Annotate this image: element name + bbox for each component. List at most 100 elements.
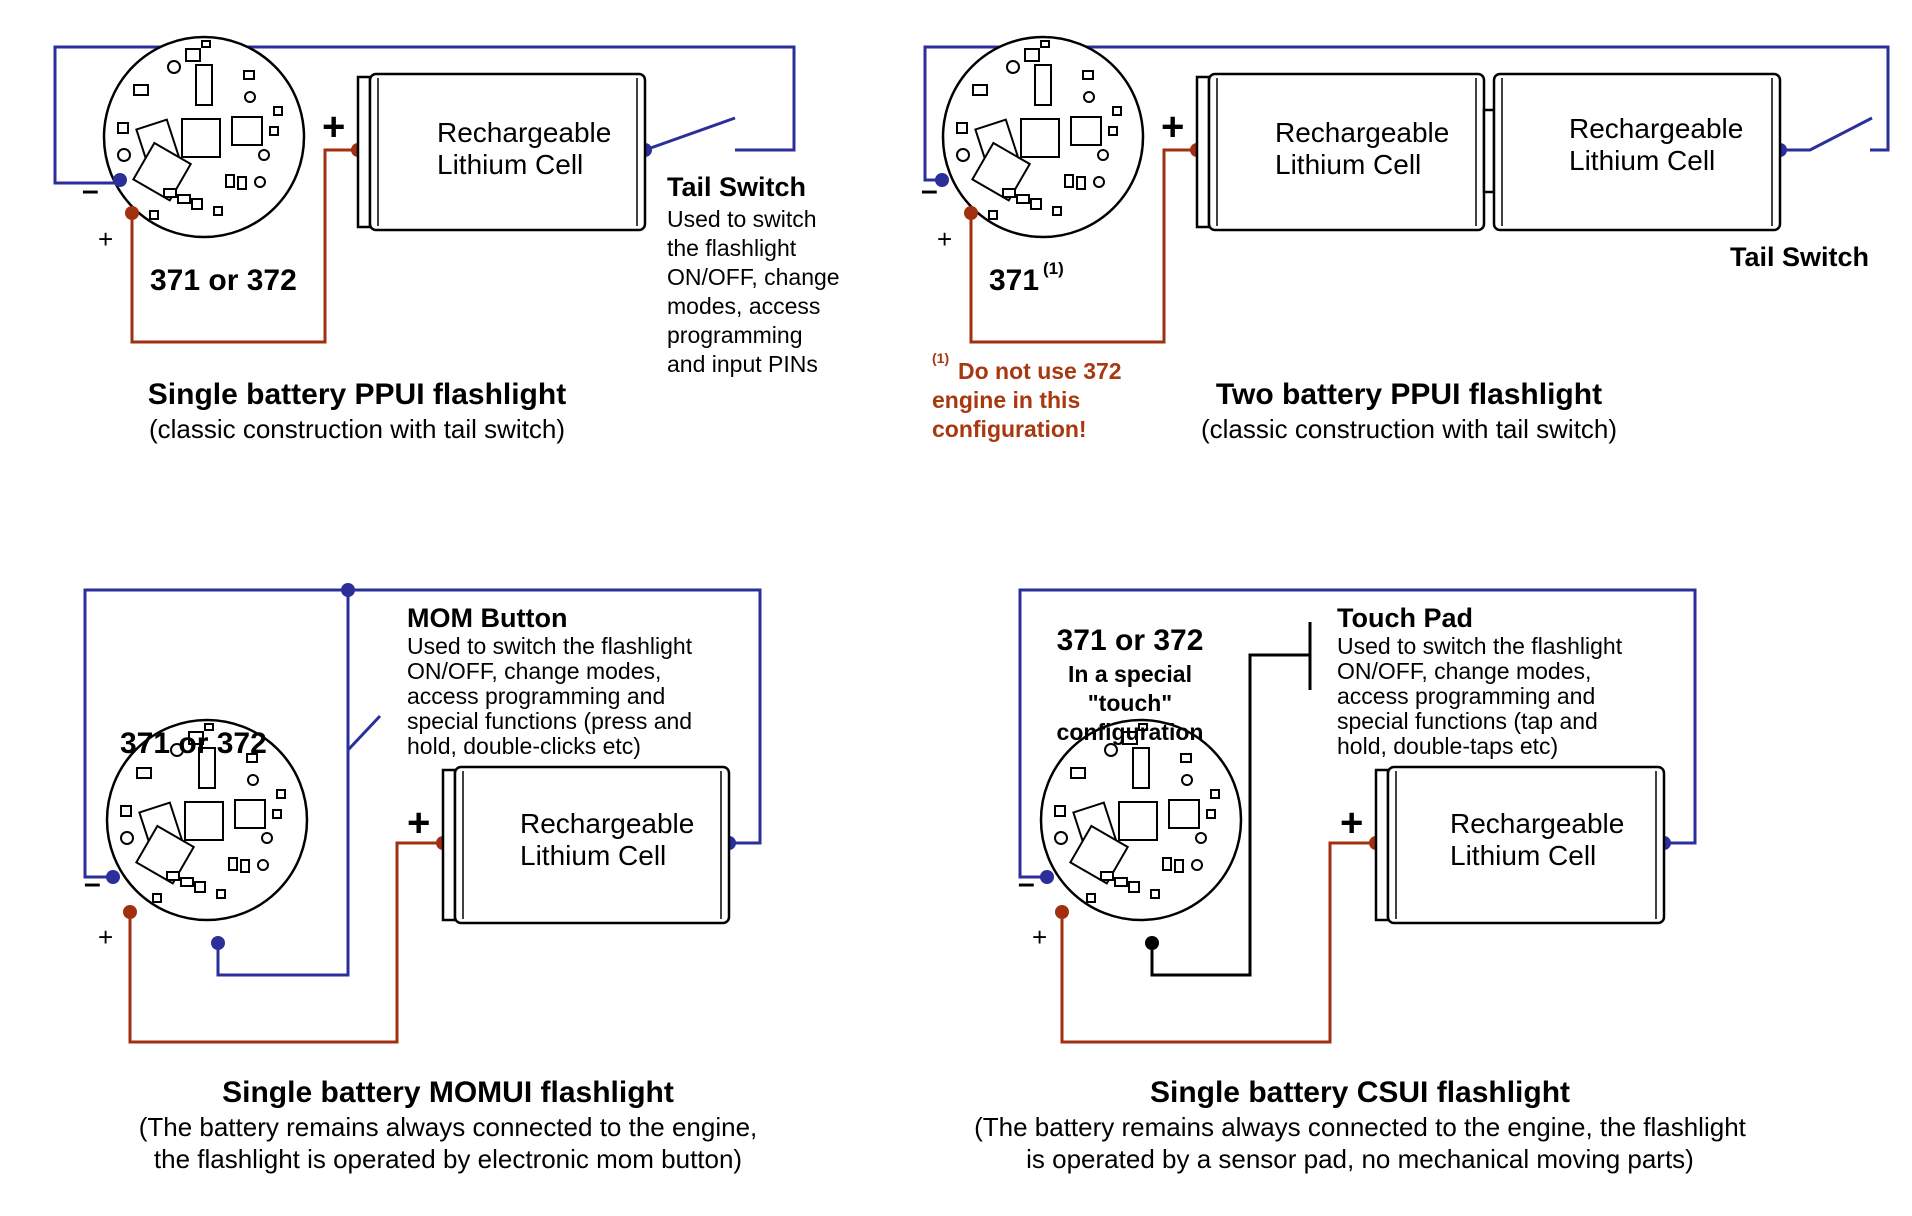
plus-sign: +	[407, 801, 430, 845]
plus-label: +	[98, 922, 113, 952]
positive-wire	[130, 148, 358, 344]
note-mark: (1)	[932, 350, 949, 366]
panel-two-battery-ppui: Rechargeable Lithium Cell Rechargeable L…	[921, 35, 1890, 444]
panel-title: Single battery PPUI flashlight	[148, 378, 566, 411]
panel-subtitle-line: is operated by a sensor pad, no mechanic…	[1026, 1144, 1694, 1174]
plus-label: +	[937, 224, 952, 254]
mom-button-description: Used to switch the flashlight ON/OFF, ch…	[407, 633, 693, 759]
button-terminal	[211, 936, 225, 950]
negative-terminal	[113, 173, 127, 187]
pad-desc-line: access programming and	[1337, 683, 1595, 709]
panel-title: Single battery CSUI flashlight	[1150, 1076, 1570, 1109]
panel-single-momui: Rechargeable Lithium Cell + – + 371 or 3…	[83, 583, 762, 1174]
cell-button-top	[356, 75, 372, 229]
button-desc-line: Used to switch the flashlight	[407, 633, 693, 659]
panel-subtitle-line: (The battery remains always connected to…	[974, 1112, 1747, 1142]
engine-footnote-mark: (1)	[1043, 259, 1064, 278]
button-return-wire	[216, 716, 350, 977]
cell-label-line2: Lithium Cell	[1450, 840, 1596, 871]
positive-terminal	[964, 206, 978, 220]
cell-label-line2: Lithium Cell	[520, 840, 666, 871]
cell-label-line1: Rechargeable	[520, 808, 694, 839]
panel-subtitle-line: the flashlight is operated by electronic…	[154, 1144, 742, 1174]
button-desc-line: special functions (press and	[407, 708, 692, 734]
negative-terminal	[935, 173, 949, 187]
plus-label: +	[98, 224, 113, 254]
engine-note-line: configuration	[1057, 719, 1204, 745]
negative-wire	[1018, 588, 1697, 879]
cell-label-line1: Rechargeable	[1450, 808, 1624, 839]
tail-switch-description: Used to switch the flashlight ON/OFF, ch…	[667, 206, 840, 377]
plus-sign: +	[1161, 105, 1184, 149]
positive-terminal	[123, 905, 137, 919]
switch-desc-line: ON/OFF, change	[667, 264, 840, 290]
cell-label-line1: Rechargeable	[1275, 117, 1449, 148]
switch-desc-line: and input PINs	[667, 351, 818, 377]
engine-label: 371 or 372	[1057, 624, 1204, 657]
switch-desc-line: the flashlight	[667, 235, 797, 261]
plus-sign: +	[1340, 801, 1363, 845]
engine-label: 371	[989, 264, 1039, 297]
minus-sign: –	[82, 174, 99, 207]
minus-sign: –	[84, 867, 101, 900]
engine-note-line: "touch"	[1088, 690, 1172, 716]
warning-note: (1) Do not use 372 engine in this config…	[932, 350, 1122, 442]
negative-terminal	[106, 870, 120, 884]
button-desc-line: access programming and	[407, 683, 665, 709]
touch-pad-title: Touch Pad	[1337, 603, 1473, 633]
negative-terminal	[1040, 870, 1054, 884]
button-desc-line: ON/OFF, change modes,	[407, 658, 661, 684]
panel-title: Two battery PPUI flashlight	[1216, 378, 1602, 411]
panel-subtitle: (classic construction with tail switch)	[149, 414, 565, 444]
lithium-cell	[1492, 72, 1782, 232]
engine-board-icon	[1039, 718, 1243, 922]
switch-lever-wire	[1780, 116, 1873, 152]
cell-button-top	[1482, 108, 1496, 194]
engine-configuration-note: In a special "touch" configuration	[1057, 661, 1204, 745]
cell-button-top	[1374, 768, 1390, 922]
cell-label-line2: Lithium Cell	[437, 149, 583, 180]
touch-pad-description: Used to switch the flashlight ON/OFF, ch…	[1337, 633, 1623, 759]
note-line: configuration!	[932, 416, 1087, 442]
cell-button-top	[441, 768, 457, 922]
plus-sign: +	[322, 105, 345, 149]
mom-button-title: MOM Button	[407, 603, 567, 633]
minus-sign: –	[921, 174, 938, 207]
tail-switch-title: Tail Switch	[667, 172, 806, 202]
negative-wire	[53, 45, 796, 185]
positive-terminal	[125, 206, 139, 220]
button-lever-wire	[346, 714, 382, 752]
lithium-cell	[1386, 765, 1666, 925]
engine-label: 371 or 372	[150, 264, 297, 297]
panel-title: Single battery MOMUI flashlight	[222, 1076, 674, 1109]
switch-desc-line: Used to switch	[667, 206, 817, 232]
cell-label-line1: Rechargeable	[437, 117, 611, 148]
negative-wire	[923, 45, 1890, 182]
switch-lever-wire	[644, 116, 736, 152]
pad-desc-line: special functions (tap and	[1337, 708, 1598, 734]
cell-label-line2: Lithium Cell	[1275, 149, 1421, 180]
switch-desc-line: programming	[667, 322, 803, 348]
positive-wire	[128, 841, 443, 1044]
note-line: engine in this	[932, 387, 1080, 413]
pad-desc-line: ON/OFF, change modes,	[1337, 658, 1591, 684]
lithium-cell	[368, 72, 647, 232]
minus-sign: –	[1018, 867, 1035, 900]
engine-note-line: In a special	[1068, 661, 1192, 687]
plus-label: +	[1032, 922, 1047, 952]
panel-single-ppui: Rechargeable Lithium Cell + – + 371 or 3…	[53, 35, 840, 444]
lithium-cell	[453, 765, 731, 925]
negative-wire	[83, 588, 762, 879]
note-line: Do not use 372	[958, 358, 1122, 384]
cell-label-line2: Lithium Cell	[1569, 145, 1715, 176]
junction-node	[341, 583, 355, 597]
pad-desc-line: hold, double-taps etc)	[1337, 733, 1558, 759]
touch-terminal	[1145, 936, 1159, 950]
panel-single-csui: Rechargeable Lithium Cell + – + 371 or 3…	[974, 588, 1747, 1174]
switch-desc-line: modes, access	[667, 293, 820, 319]
positive-terminal	[1055, 905, 1069, 919]
positive-wire	[1060, 841, 1376, 1044]
positive-wire	[969, 148, 1197, 344]
cell-label-line1: Rechargeable	[1569, 113, 1743, 144]
